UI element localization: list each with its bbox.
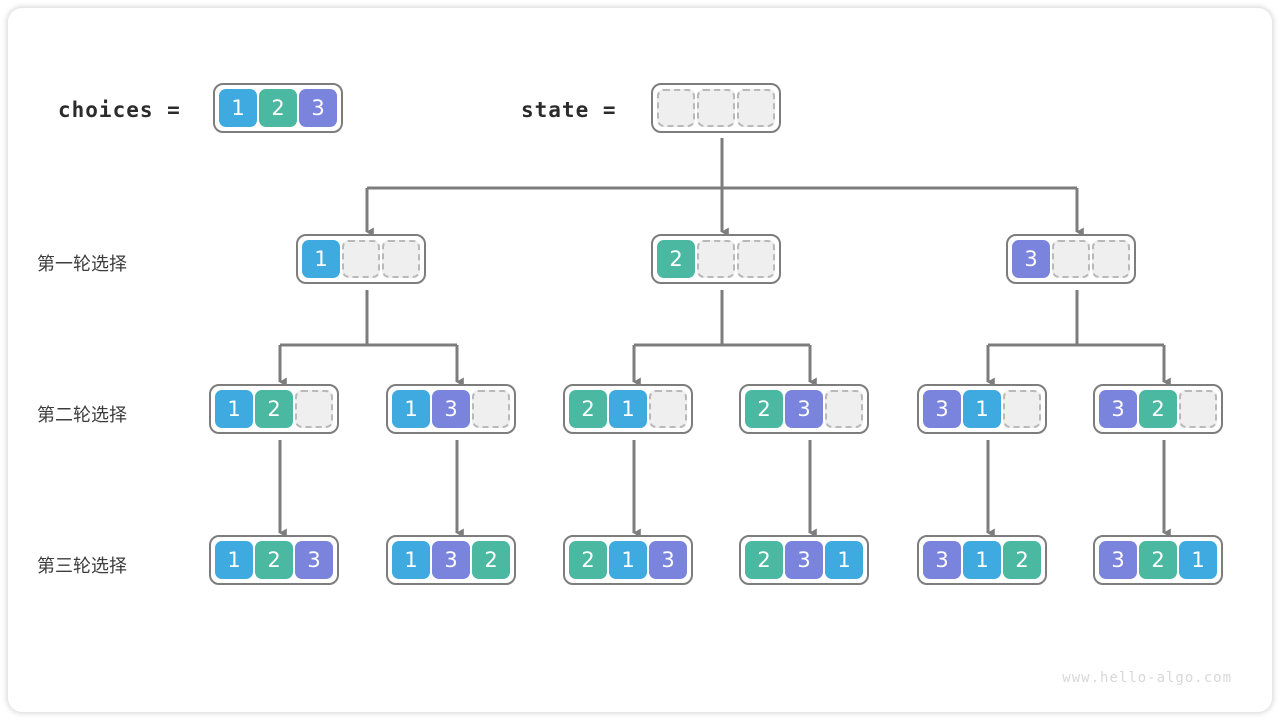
choices-label: choices = bbox=[58, 98, 181, 122]
state-cell-1 bbox=[697, 89, 735, 127]
node-level3-2-cell-2: 3 bbox=[649, 541, 687, 579]
node-level2-1-cell-1: 3 bbox=[432, 390, 470, 428]
node-level3-5-cell-1: 2 bbox=[1139, 541, 1177, 579]
choices-cell-0: 1 bbox=[219, 89, 257, 127]
node-level3-0-cell-1: 2 bbox=[255, 541, 293, 579]
node-level1-0-cell-1 bbox=[342, 240, 380, 278]
node-level1-0-cell-0: 1 bbox=[302, 240, 340, 278]
node-level1-1-cell-1 bbox=[697, 240, 735, 278]
node-level2-2-cell-2 bbox=[649, 390, 687, 428]
node-level2-4-cell-2 bbox=[1003, 390, 1041, 428]
node-level2-5-cell-2 bbox=[1179, 390, 1217, 428]
node-level3-5-cell-2: 1 bbox=[1179, 541, 1217, 579]
node-level1-1-cell-0: 2 bbox=[657, 240, 695, 278]
node-level1-1-cell-2 bbox=[737, 240, 775, 278]
row-label-round-1: 第一轮选择 bbox=[37, 254, 127, 275]
node-level1-2: 3 bbox=[1006, 234, 1136, 284]
row-label-round-2: 第二轮选择 bbox=[37, 405, 127, 426]
node-level2-4-cell-1: 1 bbox=[963, 390, 1001, 428]
choices-cell-2: 3 bbox=[299, 89, 337, 127]
node-level3-3-cell-0: 2 bbox=[745, 541, 783, 579]
node-level1-2-cell-1 bbox=[1052, 240, 1090, 278]
state-cell-2 bbox=[737, 89, 775, 127]
node-level3-1-cell-2: 2 bbox=[472, 541, 510, 579]
node-level3-1-cell-1: 3 bbox=[432, 541, 470, 579]
state-array bbox=[651, 83, 781, 133]
node-level3-2-cell-1: 1 bbox=[609, 541, 647, 579]
node-level2-3-cell-1: 3 bbox=[785, 390, 823, 428]
node-level2-1-cell-2 bbox=[472, 390, 510, 428]
node-level2-5-cell-0: 3 bbox=[1099, 390, 1137, 428]
node-level2-0-cell-1: 2 bbox=[255, 390, 293, 428]
node-level2-5-cell-1: 2 bbox=[1139, 390, 1177, 428]
node-level3-4-cell-1: 1 bbox=[963, 541, 1001, 579]
node-level3-1-cell-0: 1 bbox=[392, 541, 430, 579]
node-level3-3-cell-1: 3 bbox=[785, 541, 823, 579]
node-level1-2-cell-2 bbox=[1092, 240, 1130, 278]
node-level2-4-cell-0: 3 bbox=[923, 390, 961, 428]
node-level3-4-cell-0: 3 bbox=[923, 541, 961, 579]
node-level1-1: 2 bbox=[651, 234, 781, 284]
node-level2-3-cell-2 bbox=[825, 390, 863, 428]
node-level2-3-cell-0: 2 bbox=[745, 390, 783, 428]
node-level3-0-cell-2: 3 bbox=[295, 541, 333, 579]
state-cell-0 bbox=[657, 89, 695, 127]
node-level1-0-cell-2 bbox=[382, 240, 420, 278]
node-level1-2-cell-0: 3 bbox=[1012, 240, 1050, 278]
node-level2-2-cell-1: 1 bbox=[609, 390, 647, 428]
node-level3-3-cell-2: 1 bbox=[825, 541, 863, 579]
node-level2-2-cell-0: 2 bbox=[569, 390, 607, 428]
node-level3-4-cell-2: 2 bbox=[1003, 541, 1041, 579]
row-label-round-3: 第三轮选择 bbox=[37, 556, 127, 577]
node-level2-0-cell-0: 1 bbox=[215, 390, 253, 428]
node-level1-0: 1 bbox=[296, 234, 426, 284]
diagram-frame bbox=[8, 8, 1272, 712]
node-level3-5-cell-0: 3 bbox=[1099, 541, 1137, 579]
state-label: state = bbox=[521, 98, 617, 122]
node-level3-0-cell-0: 1 bbox=[215, 541, 253, 579]
node-level2-0-cell-2 bbox=[295, 390, 333, 428]
choices-cell-1: 2 bbox=[259, 89, 297, 127]
node-level2-1-cell-0: 1 bbox=[392, 390, 430, 428]
watermark: www.hello-algo.com bbox=[1062, 670, 1232, 686]
node-level3-2-cell-0: 2 bbox=[569, 541, 607, 579]
